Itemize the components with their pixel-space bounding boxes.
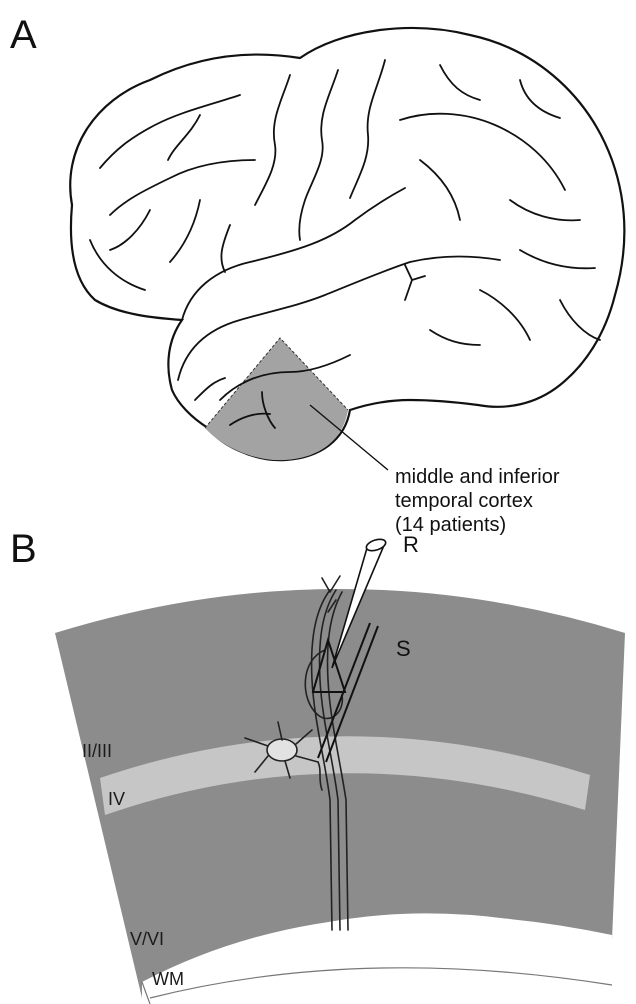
brain-outline: [70, 28, 624, 460]
layer-label-wm: WM: [152, 969, 184, 989]
stimulating-electrode-label: S: [396, 636, 411, 661]
brain-lateral-view: [70, 28, 624, 460]
layer-label-v-vi: V/VI: [130, 929, 164, 949]
layer-label-ii-iii: II/III: [82, 741, 112, 761]
callout-line-1: middle and inferior: [395, 466, 560, 488]
panel-b-letter: B: [10, 527, 37, 571]
recording-electrode-label: R: [403, 532, 419, 557]
recording-electrode-end: [365, 537, 387, 553]
callout-label: middle and inferior temporal cortex (14 …: [395, 466, 560, 536]
panel-a-letter: A: [10, 13, 37, 57]
callout-line-2: temporal cortex: [395, 490, 533, 512]
layer-label-iv: IV: [108, 789, 125, 809]
interneuron-soma: [267, 739, 297, 761]
